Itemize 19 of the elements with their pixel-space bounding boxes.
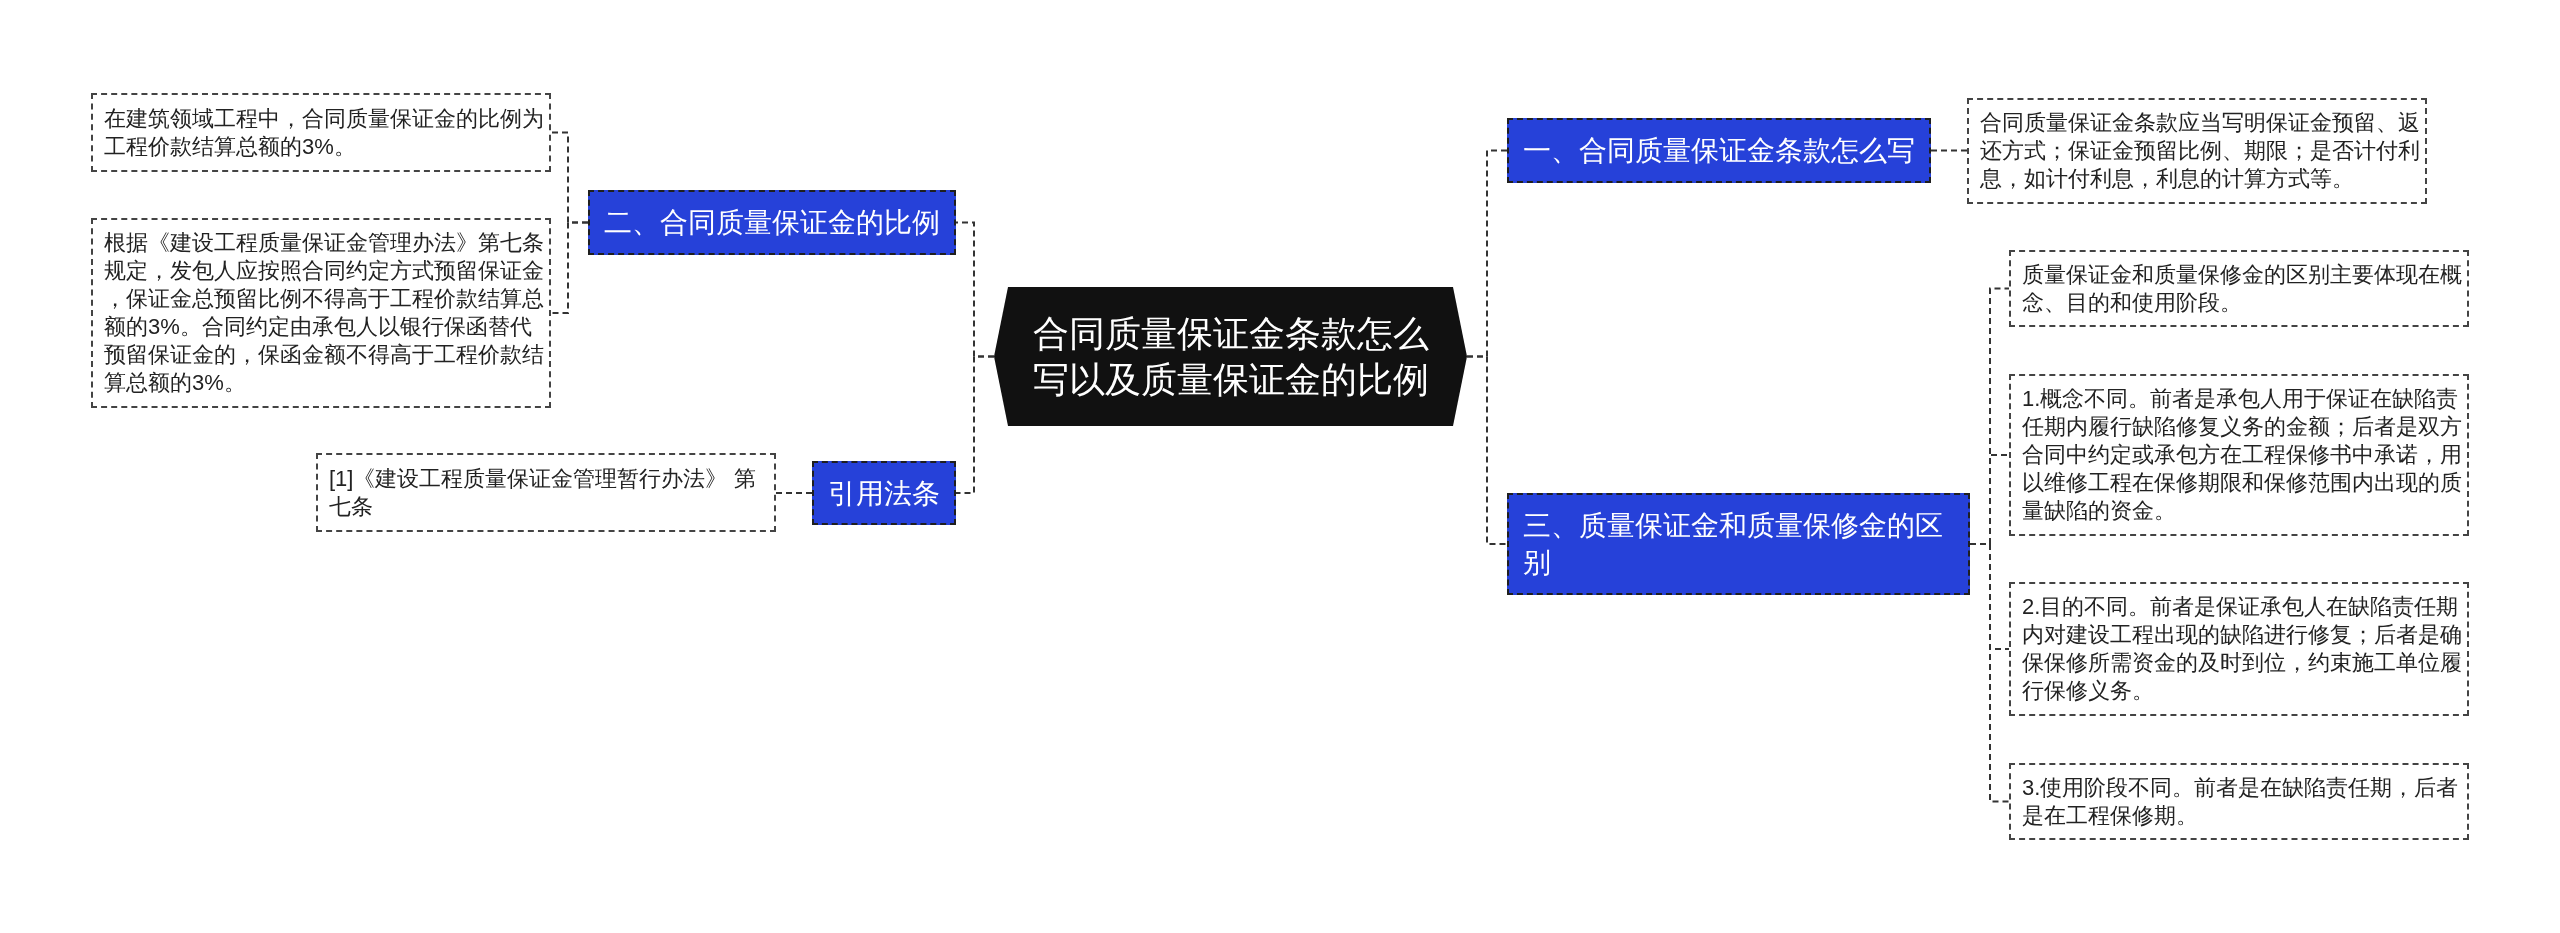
connector-line: [775, 492, 813, 494]
central-topic-hexagon: 合同质量保证金条款怎么写以及质量保证金的比例: [994, 287, 1467, 426]
connector-line: [1930, 149, 1968, 152]
connector-line: [550, 221, 589, 314]
subtopic-box: 一、合同质量保证金条款怎么写: [1507, 118, 1931, 183]
note-box: 合同质量保证金条款应当写明保证金预留、返还方式；保证金预留比例、期限；是否计付利息，如计付利息，利息的计算方式等。: [1967, 98, 2427, 204]
note-box: 1.概念不同。前者是承包人用于保证在缺陷责任期内履行缺陷修复义务的金额；后者是双方合同中约定或承包方在工程保修书中承诺，用以维修工程在保修期限和保修范围内出现的质量缺陷的资金。: [2009, 374, 2469, 536]
subtopic-box: 三、质量保证金和质量保修金的区别: [1507, 493, 1970, 595]
subtopic-box: 二、合同质量保证金的比例: [588, 190, 956, 255]
connector-line: [955, 355, 995, 494]
note-box: 3.使用阶段不同。前者是在缺陷责任期，后者是在工程保修期。: [2009, 763, 2469, 840]
subtopic-box: 引用法条: [812, 461, 956, 525]
connector-line: [1969, 543, 2010, 803]
note-box: 根据《建设工程质量保证金管理办法》第七条规定，发包人应按照合同约定方式预留保证金，保证金总预留比例不得高于工程价款结算总额的3%。合同约定由承包人以银行保函替代预留保证金的，保函金额不得高于工程价款结算总额的3%。: [91, 218, 551, 408]
connector-line: [1466, 355, 1508, 545]
note-box: 2.目的不同。前者是保证承包人在缺陷责任期内对建设工程出现的缺陷进行修复；后者是确保保修所需资金的及时到位，约束施工单位履行保修义务。: [2009, 582, 2469, 716]
note-box: 在建筑领域工程中，合同质量保证金的比例为工程价款结算总额的3%。: [91, 93, 551, 172]
note-box: 质量保证金和质量保修金的区别主要体现在概念、目的和使用阶段。: [2009, 250, 2469, 327]
note-box: [1]《建设工程质量保证金管理暂行办法》 第七条: [316, 453, 776, 532]
